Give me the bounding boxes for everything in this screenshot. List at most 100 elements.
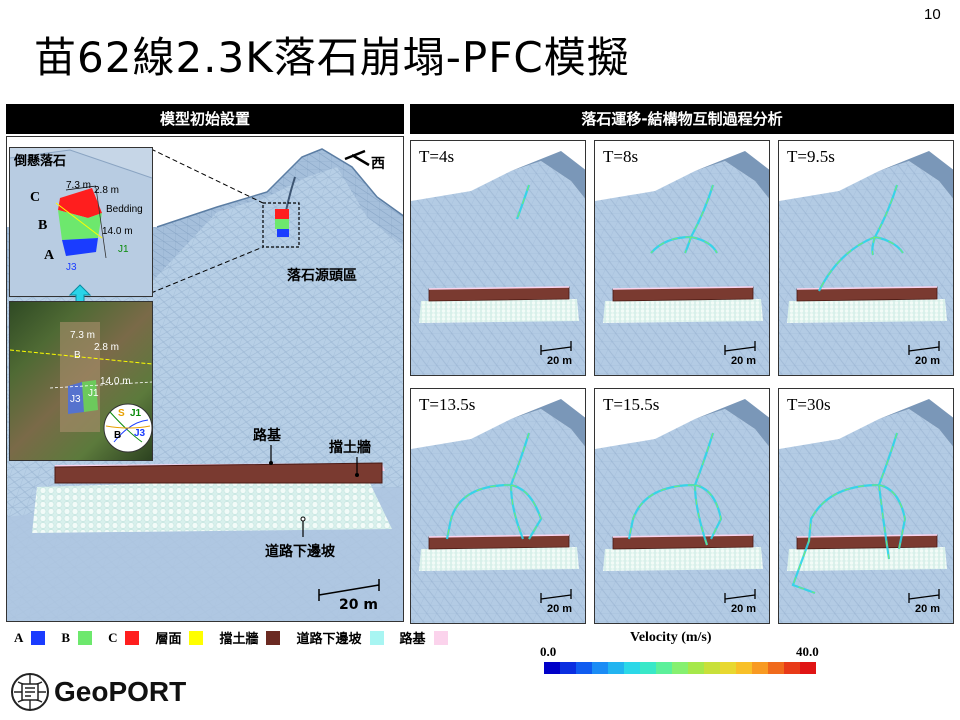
photo-dim-2: 2.8 m: [94, 342, 120, 353]
photo-j3: J3: [70, 394, 81, 405]
photo-overlay: [10, 322, 152, 453]
frame-terrain: [595, 399, 769, 623]
frame-terrain: [411, 399, 585, 623]
geoport-logo: GeoPORT: [10, 672, 186, 712]
stereo-s: S: [118, 408, 125, 419]
legend-item: 路基: [400, 628, 464, 647]
simulation-frames: T=4s 20 m T=8s 20 m: [410, 140, 954, 624]
frame-scale-label: 20 m: [547, 355, 573, 367]
colorbar-cell: [656, 662, 672, 674]
legend-swatch: [433, 630, 448, 645]
rock-dim-1: 7.3 m: [66, 180, 92, 191]
frame-time-label: T=30s: [787, 395, 831, 414]
model-setup-panel: 倒懸落石 C B A 7.3 m 2.8 m Bedding 14.0 m J1…: [6, 136, 404, 622]
stereo-j3: J3: [134, 428, 146, 439]
legend-label: 擋土牆: [219, 632, 259, 647]
west-label: 西: [371, 156, 385, 172]
geoport-logo-text: GeoPORT: [54, 676, 187, 707]
frame-time-label: T=8s: [603, 147, 639, 166]
frame-scale-label: 20 m: [547, 603, 573, 615]
colorbar-cell: [752, 662, 768, 674]
legend-label: 路基: [399, 632, 426, 647]
rock-dim-3: 14.0 m: [102, 226, 133, 237]
sim-frame-3: T=9.5s 20 m: [778, 140, 954, 376]
page-title: 苗62線2.3K落石崩塌-PFC模擬: [34, 33, 630, 82]
frame-time-label: T=9.5s: [787, 147, 835, 166]
rock-j1: J1: [118, 244, 129, 255]
bedding-label: Bedding: [106, 204, 143, 215]
legend-swatch: [125, 630, 140, 645]
legend-label: C: [108, 629, 118, 645]
colorbar-cell: [784, 662, 800, 674]
legend-swatch: [31, 630, 46, 645]
photo-j1: J1: [88, 388, 99, 399]
legend-item: 擋土牆: [219, 628, 296, 647]
rock-j3: J3: [66, 262, 77, 273]
frame-time-label: T=15.5s: [603, 395, 660, 414]
legend-item: A: [14, 630, 61, 646]
subgrade-label: 路基: [253, 428, 281, 444]
frame-terrain: [779, 399, 953, 623]
field-photo: 7.3 m 2.8 m B 14.0 m J3 J1 S J1 B J3: [9, 301, 153, 461]
sim-frame-2: T=8s 20 m: [594, 140, 770, 376]
colorbar-min: 0.0: [540, 644, 557, 659]
rock-label-b: B: [38, 218, 48, 233]
inset-title: 倒懸落石: [14, 154, 67, 169]
colorbar-cell: [688, 662, 704, 674]
legend-item: 道路下邊坡: [296, 628, 399, 647]
rock-dim-2: 2.8 m: [94, 185, 120, 196]
legend: A B C 層面 擋土牆 道路下邊坡 路基: [14, 628, 464, 647]
colorbar-cell: [560, 662, 576, 674]
left-panel-header: 模型初始設置: [6, 104, 404, 134]
legend-label: 層面: [155, 632, 182, 647]
road-slope-label: 道路下邊坡: [265, 544, 335, 560]
colorbar-cell: [608, 662, 624, 674]
stereo-j1: J1: [130, 408, 142, 419]
scale-label: 20 m: [339, 597, 378, 613]
right-panel-header: 落石運移-結構物互制過程分析: [410, 104, 954, 134]
legend-swatch: [78, 630, 93, 645]
colorbar-cell: [704, 662, 720, 674]
colorbar-cell: [576, 662, 592, 674]
stereo-b: B: [114, 430, 122, 441]
colorbar-cell: [592, 662, 608, 674]
photo-dim-3: 14.0 m: [100, 376, 131, 387]
frame-scale-label: 20 m: [915, 603, 941, 615]
sim-frame-4: T=13.5s 20 m: [410, 388, 586, 624]
rock-label-c: C: [30, 190, 41, 205]
colorbar-cell: [640, 662, 656, 674]
frame-terrain: [595, 151, 769, 375]
legend-swatch: [266, 630, 281, 645]
frame-time-label: T=4s: [419, 147, 455, 166]
legend-item: 層面: [155, 628, 219, 647]
photo-dim-1: 7.3 m: [70, 330, 96, 341]
colorbar-cell: [768, 662, 784, 674]
slide-number: 10: [924, 6, 941, 23]
colorbar-cell: [720, 662, 736, 674]
colorbar-cell: [800, 662, 816, 674]
legend-label: B: [61, 629, 71, 645]
geoport-logo-icon: [11, 673, 49, 711]
colorbar-cell: [672, 662, 688, 674]
sim-frame-6: T=30s 20 m: [778, 388, 954, 624]
legend-item: C: [108, 630, 155, 646]
photo-b: B: [74, 350, 81, 361]
frame-scale-label: 20 m: [731, 355, 757, 367]
legend-label: 道路下邊坡: [296, 632, 362, 647]
colorbar-title: Velocity (m/s): [630, 630, 712, 645]
legend-item: B: [61, 630, 108, 646]
legend-swatch: [189, 630, 204, 645]
legend-label: A: [14, 629, 24, 645]
frame-time-label: T=13.5s: [419, 395, 476, 414]
source-area-label: 落石源頭區: [287, 268, 357, 284]
legend-swatch: [369, 630, 384, 645]
sim-frame-1: T=4s 20 m: [410, 140, 586, 376]
colorbar-cell: [736, 662, 752, 674]
frame-terrain: [779, 151, 953, 375]
frame-terrain: [411, 151, 585, 375]
retaining-wall-label: 擋土牆: [329, 440, 371, 456]
colorbar-cell: [624, 662, 640, 674]
frame-scale-label: 20 m: [915, 355, 941, 367]
overhang-rock-inset: 倒懸落石 C B A 7.3 m 2.8 m Bedding 14.0 m J1…: [9, 147, 153, 297]
